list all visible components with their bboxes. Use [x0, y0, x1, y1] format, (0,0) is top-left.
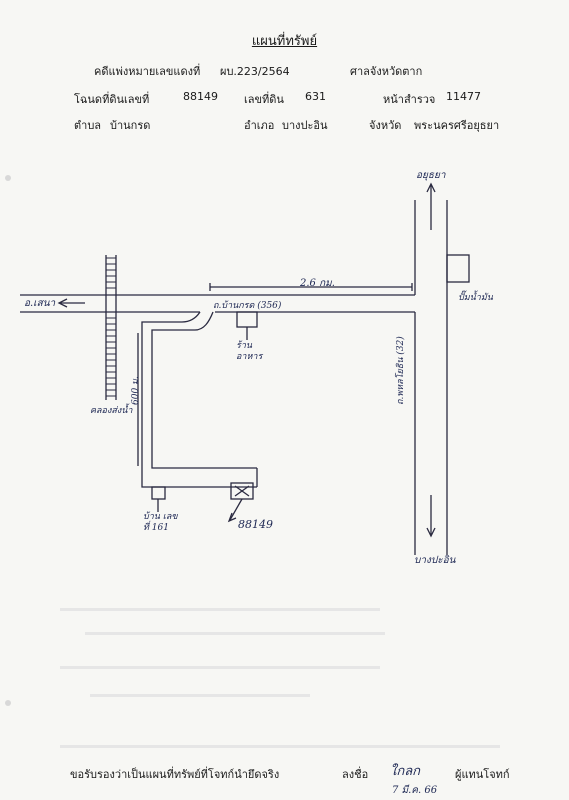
sign-date: 7 มี.ค. 66 — [392, 785, 438, 796]
label-shop: ร้านอาหาร — [236, 341, 263, 362]
label-distance-top: 2.6 กม. — [300, 278, 335, 289]
subdistrict-label: ตำบล — [74, 119, 102, 132]
land-label: เลขที่ดิน — [244, 93, 284, 106]
label-to-west: อ.เสนา — [24, 298, 56, 309]
district-value: บางปะอิน — [282, 119, 328, 132]
case-number: ผบ.223/2564 — [220, 65, 290, 78]
lane-outer — [141, 311, 257, 488]
house-building — [151, 486, 166, 500]
north-arrow-head — [426, 182, 436, 193]
deed-label: โฉนดที่ดินเลขที่ — [74, 93, 150, 106]
label-to-north: อยุธยา — [416, 170, 446, 181]
west-arrow-head — [57, 298, 68, 308]
ghost-line — [60, 745, 500, 748]
lane-inner — [151, 311, 257, 469]
survey-label: หน้าสำรวจ — [383, 93, 436, 106]
case-label: คดีแพ่งหมายเลขแดงที่ — [94, 65, 201, 78]
punch-hole — [5, 700, 11, 706]
ghost-line — [60, 608, 380, 611]
punch-hole — [5, 175, 11, 181]
south-arrow-head — [426, 527, 436, 538]
label-house: บ้าน เลขที่ 161 — [143, 512, 178, 533]
province-label: จังหวัด — [369, 119, 402, 132]
parcel-leader — [229, 498, 243, 521]
gas-station-building — [446, 254, 470, 283]
court-name: ศาลจังหวัดตาก — [350, 65, 423, 78]
certify-text: ขอรับรองว่าเป็นแผนที่ทรัพย์ที่โจทก์นำยึด… — [70, 768, 280, 781]
ghost-line — [60, 666, 380, 669]
district-label: อำเภอ — [244, 119, 275, 132]
signer-role: ผู้แทนโจทก์ — [455, 768, 510, 781]
survey-number: 11477 — [446, 90, 481, 103]
signature: ใกลก — [390, 764, 421, 779]
province-value: พระนครศรีอยุธยา — [414, 119, 500, 132]
label-canal: คลองส่งน้ำ — [90, 406, 133, 416]
subdistrict-value: บ้านกรด — [110, 119, 151, 132]
label-side-road: ถ.บ้านกรด (356) — [213, 301, 282, 311]
parcel-cross — [234, 485, 250, 497]
label-parcel: 88149 — [238, 518, 273, 531]
parcel-arrow — [227, 512, 237, 523]
page-title: แผนที่ทรัพย์ — [251, 34, 318, 49]
label-main-road: ถ.พหลโยธิน (32) — [396, 336, 406, 405]
ghost-line — [90, 694, 310, 697]
land-number: 631 — [305, 90, 326, 103]
sign-label: ลงชื่อ — [342, 768, 369, 781]
deed-number: 88149 — [183, 90, 218, 103]
shop-building — [236, 311, 258, 328]
label-to-south: บางปะอิน — [414, 555, 456, 566]
label-lane-distance: 600 ม. — [131, 376, 141, 405]
ghost-line — [85, 632, 385, 635]
label-north-building: ปั๊มน้ำมัน — [458, 293, 493, 303]
